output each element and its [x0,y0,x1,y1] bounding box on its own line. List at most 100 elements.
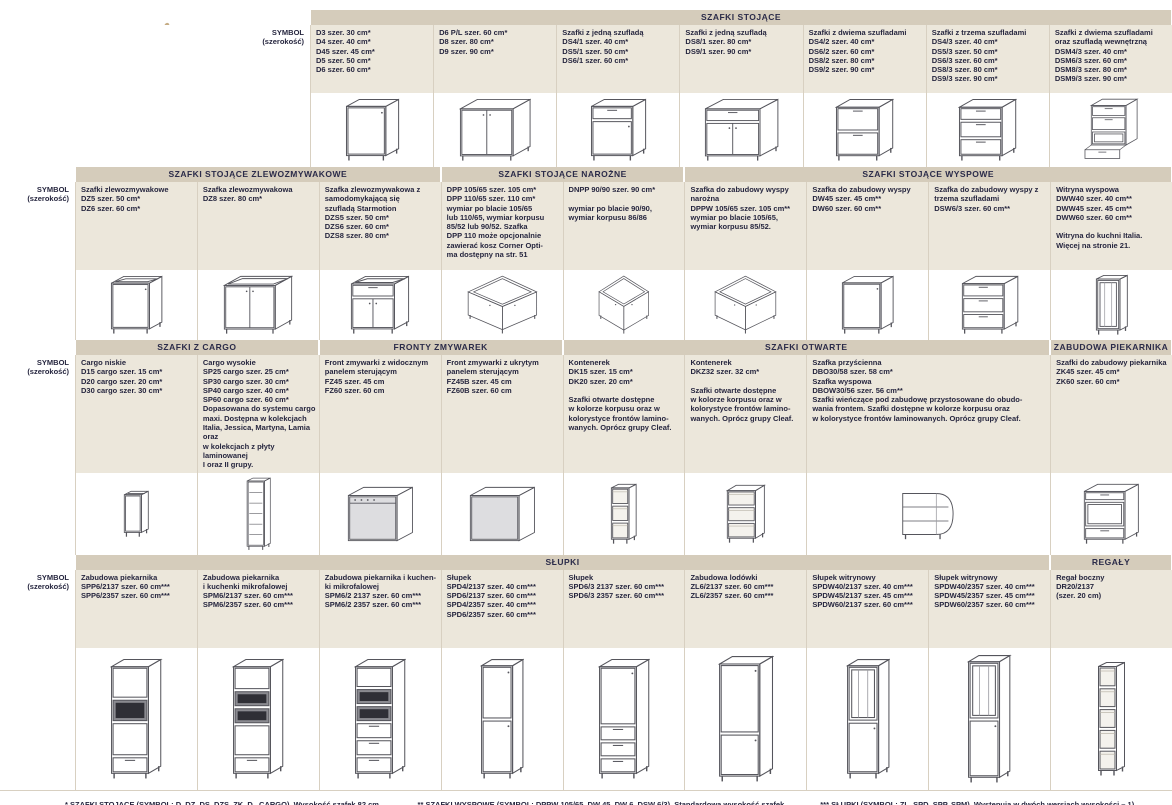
base-wide-drawer-2door-icon [704,98,779,161]
cell-text-cargo-5: Kontenerek DKZ32 szer. 32 cm* Szafki otw… [684,355,807,473]
cell-illustration-slupki-1 [196,647,319,790]
vitrine-small-icon [1095,274,1128,335]
cell-illustration-stojace-1 [433,93,557,167]
cell-illustration-cargo-5 [684,472,807,555]
corner-L-icon [466,275,538,334]
cell-text-zlewozmywakowe-8: Witryna wyspowa DWW40 szer. 40 cm** DWW4… [1050,182,1172,270]
corner-island-icon [714,275,778,334]
cell-illustration-stojace-0 [310,93,434,167]
shelf-narrow-icon [611,483,637,544]
cell-illustration-slupki-3 [440,647,563,790]
cell-illustration-zlewozmywakowe-7 [928,270,1051,340]
symbol-column-label: SYMBOL (szerokość) [0,569,75,648]
sink-2door-icon [223,275,294,334]
island-3drawers-icon [961,275,1018,334]
cell-text-zlewozmywakowe-1: Szafka zlewozmywakowa DZ8 szer. 80 cm* [196,182,319,270]
sink-1door-icon [110,275,163,334]
cell-text-zlewozmywakowe-4: DNPP 90/90 szer. 90 cm* wymiar po blacie… [562,182,685,270]
cell-illustration-stojace-4 [802,93,926,167]
section-header-zlewozmywakowe-1: SZAFKI STOJĄCE NAROŻNE [441,167,684,182]
base-2drawers-icon [835,98,895,161]
base-3drawers-open-icon [1084,98,1139,159]
cell-illustration-zlewozmywakowe-0 [75,270,197,340]
cell-illustration-cargo-1 [196,472,319,555]
section-header-stojace-0: SZAFKI STOJĄCE [311,10,1171,25]
cell-illustration-cargo-2 [318,472,441,555]
cell-illustration-cargo-0 [75,472,197,555]
section-header-zlewozmywakowe-0: SZAFKI STOJĄCE ZLEWOZMYWAKOWE [76,167,440,182]
cell-illustration-zlewozmywakowe-3 [440,270,563,340]
oven-base-icon [1084,483,1140,544]
section-header-cargo-3: ZABUDOWA PIEKARNIKA [1051,340,1171,355]
section-header-cargo-1: FRONTY ZMYWAREK [319,340,562,355]
cell-text-slupki-6: Słupek witrynowy SPDW40/2137 szer. 40 cm… [806,569,929,648]
cell-text-slupki-7: Słupek witrynowy SPDW40/2357 szer. 40 cm… [928,569,1051,648]
cell-text-stojace-1: D6 P/L szer. 60 cm* D8 szer. 80 cm* D9 s… [433,25,557,93]
cell-text-zlewozmywakowe-0: Szafki zlewozmywakowe DZ5 szer. 50 cm* D… [75,182,197,270]
cell-illustration-cargo-6 [806,472,1051,555]
cell-text-cargo-6: Szafka przyścienna DBO30/58 szer. 58 cm*… [806,355,1051,473]
cell-text-zlewozmywakowe-2: Szafka zlewozmywakowa z samodomykającą s… [318,182,441,270]
cell-text-slupki-3: Słupek SPD4/2137 szer. 40 cm*** SPD6/213… [440,569,563,648]
tall-fridge-icon [717,655,774,781]
cell-illustration-slupki-4 [562,647,685,790]
section-header-cargo-2: SZAFKI OTWARTE [563,340,1050,355]
cell-text-cargo-7: Szafki do zabudowy piekarnika ZK45 szer.… [1050,355,1172,473]
tall-oven-icon [110,658,163,779]
cell-illustration-slupki-5 [684,647,807,790]
cell-text-zlewozmywakowe-3: DPP 105/65 szer. 105 cm* DPP 110/65 szer… [440,182,563,270]
corner-square-icon [598,275,650,334]
base-2door-icon [458,98,532,161]
cell-text-stojace-2: Szafki z jedną szufladą DS4/1 szer. 40 c… [556,25,680,93]
cell-text-cargo-1: Cargo wysokie SP25 cargo szer. 25 cm* SP… [196,355,319,473]
cell-illustration-zlewozmywakowe-8 [1050,270,1172,340]
cargo-low-icon [124,490,149,537]
cell-text-stojace-6: Szafki z dwiema szufladami oraz szufladą… [1048,25,1172,93]
cell-illustration-slupki-7 [928,647,1051,790]
cell-text-cargo-0: Cargo niskie D15 cargo szer. 15 cm* D20 … [75,355,197,473]
section-header-slupki-1: REGAŁY [1051,554,1171,570]
cargo-tall-icon [246,477,271,550]
section-header-slupki-0: SŁUPKI [76,554,1050,570]
cell-text-slupki-0: Zabudowa piekarnika SPP6/2137 szer. 60 c… [75,569,197,648]
cell-text-stojace-3: Szafki z jedną szufladą DS8/1 szer. 80 c… [679,25,803,93]
symbol-column-label: SYMBOL (szerokość) [0,182,75,270]
cell-illustration-zlewozmywakowe-6 [806,270,929,340]
cell-illustration-cargo-3 [440,472,563,555]
tall-vitrine-1-icon [845,658,891,779]
cell-text-slupki-8: Regał boczny DR20/2137 (szer. 20 cm) [1050,569,1172,648]
base-1door-icon [345,98,399,161]
section-header-cargo-0: SZAFKI Z CARGO [76,340,318,355]
cell-text-slupki-4: Słupek SPD6/3 2137 szer. 60 cm*** SPD6/3… [562,569,685,648]
dishwasher-panel-icon [347,486,413,541]
cell-text-cargo-2: Front zmywarki z widocznym panelem steru… [318,355,441,473]
cell-illustration-zlewozmywakowe-4 [562,270,685,340]
base-drawer-door-icon [590,98,646,161]
tall-2door-icon [479,658,525,779]
cell-illustration-stojace-2 [556,93,680,167]
cell-illustration-slupki-0 [75,647,197,790]
cell-illustration-slupki-8 [1050,647,1172,790]
footnote-island: ** SZAFKI WYSPOWE (SYMBOL: DPPW 105/65, … [417,799,785,805]
base-3drawers-icon [958,98,1018,161]
cell-illustration-cargo-7 [1050,472,1172,555]
cell-text-stojace-5: Szafki z trzema szufladami DS4/3 szer. 4… [925,25,1049,93]
cell-text-stojace-4: Szafki z dwiema szufladami DS4/2 szer. 4… [802,25,926,93]
footnote-tall: *** SŁUPKI (SYMBOL: ZL, SPD, SPP, SPM). … [820,799,1135,805]
shelf-wide-icon [726,484,766,543]
cell-text-slupki-5: Zabudowa lodówki ZL6/2137 szer. 60 cm***… [684,569,807,648]
cell-text-zlewozmywakowe-5: Szafka do zabudowy wyspy narożna DPPW 10… [684,182,807,270]
footnotes: * SZAFKI STOJĄCE (SYMBOL: D, DZ, DS, DZS… [65,800,1160,805]
cell-text-cargo-4: Kontenerek DK15 szer. 15 cm* DK20 szer. … [562,355,685,473]
shelf-tall-icon [1098,661,1126,776]
island-shelf-icon [902,492,954,539]
cell-illustration-slupki-6 [806,647,929,790]
cell-illustration-zlewozmywakowe-5 [684,270,807,340]
cell-text-slupki-1: Zabudowa piekarnika i kuchenki mikrofalo… [196,569,319,648]
cell-illustration-stojace-6 [1048,93,1172,167]
